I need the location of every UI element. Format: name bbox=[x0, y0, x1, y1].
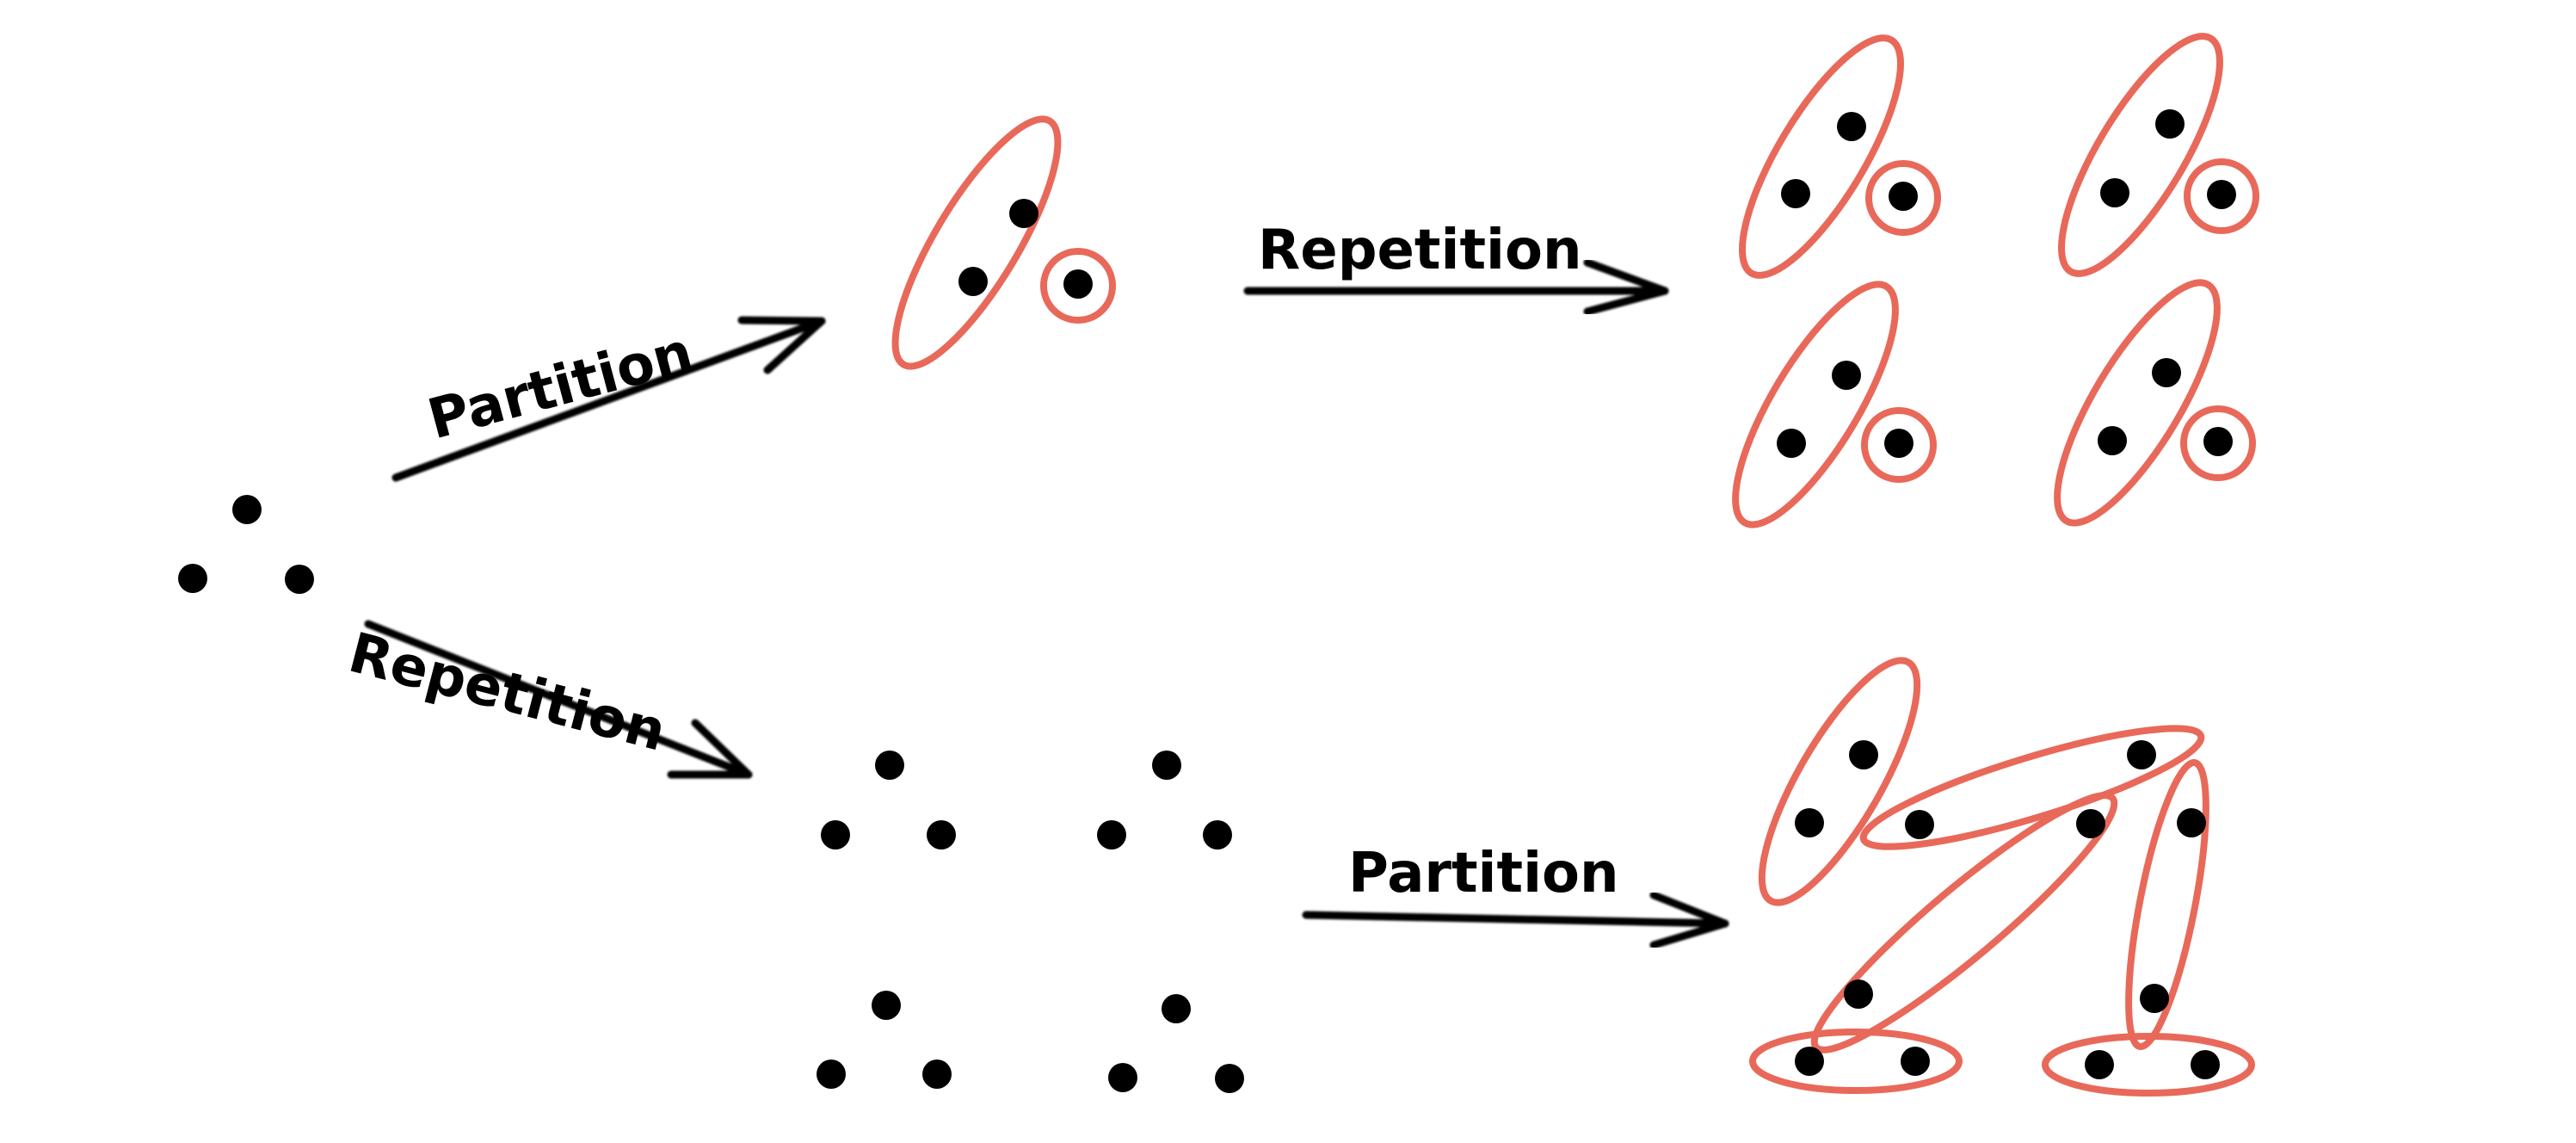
point bbox=[1901, 1047, 1930, 1076]
initial-point-set bbox=[178, 495, 314, 594]
point bbox=[1889, 182, 1918, 211]
point bbox=[1781, 179, 1810, 208]
partition-block bbox=[2042, 1033, 2255, 1097]
point bbox=[2203, 427, 2233, 456]
point bbox=[1063, 269, 1093, 299]
point bbox=[2076, 809, 2105, 838]
repeated-partition-copy bbox=[2054, 279, 2256, 527]
point bbox=[958, 267, 988, 296]
point bbox=[1832, 361, 1861, 390]
partition-block-pair bbox=[2058, 33, 2223, 277]
partitioned-triple bbox=[891, 115, 1116, 370]
point bbox=[2155, 109, 2185, 139]
point bbox=[1884, 429, 1914, 458]
point bbox=[927, 820, 956, 850]
repeated-point-set bbox=[1097, 751, 1232, 850]
point bbox=[1837, 112, 1866, 141]
point bbox=[922, 1060, 952, 1089]
point bbox=[2177, 808, 2206, 837]
repeated-partition-copy bbox=[2058, 33, 2259, 277]
point bbox=[1777, 429, 1806, 458]
point bbox=[872, 991, 901, 1020]
point bbox=[1108, 1063, 1137, 1092]
partition-block-pair bbox=[1739, 34, 1904, 279]
point bbox=[1097, 820, 1126, 850]
arrow-head bbox=[1649, 891, 1729, 949]
point bbox=[2127, 740, 2156, 769]
partition-block-singleton bbox=[1040, 248, 1116, 324]
point bbox=[2100, 178, 2129, 207]
point bbox=[2191, 1050, 2220, 1079]
partition-block bbox=[1859, 725, 2205, 850]
partition-block-singleton bbox=[1861, 407, 1937, 483]
repetition-arrow-top bbox=[1243, 258, 1669, 316]
point bbox=[2085, 1050, 2114, 1079]
arrow-shaft bbox=[1302, 911, 1729, 928]
repeated-partition-copy bbox=[1732, 281, 1937, 528]
partition-block-singleton bbox=[2184, 158, 2259, 234]
label-partition-bottom: Partition bbox=[1348, 842, 1619, 905]
partition-of-repeated-set bbox=[1749, 657, 2255, 1097]
point bbox=[1162, 994, 1191, 1023]
point bbox=[2207, 180, 2236, 209]
point bbox=[2140, 984, 2169, 1013]
arrow-shaft bbox=[364, 620, 753, 779]
point bbox=[817, 1060, 846, 1089]
point bbox=[1905, 810, 1934, 839]
point bbox=[1009, 199, 1038, 228]
arrow-head bbox=[667, 719, 753, 779]
partition-block bbox=[1810, 792, 2118, 1053]
point bbox=[1795, 808, 1824, 837]
point bbox=[1203, 820, 1232, 850]
partition-block-pair bbox=[891, 115, 1062, 370]
partition-block-pair bbox=[1732, 281, 1899, 528]
point bbox=[1849, 740, 1878, 769]
repeated-point-set bbox=[817, 991, 952, 1089]
partition-block bbox=[2125, 758, 2209, 1051]
repeated-point-set bbox=[1108, 994, 1244, 1093]
repeated-partition-copy bbox=[1739, 34, 1941, 279]
partition-block-pair bbox=[2054, 279, 2221, 527]
arrow-shaft bbox=[391, 317, 826, 482]
arrow-head bbox=[1583, 258, 1669, 316]
repeated-point-set bbox=[821, 751, 956, 850]
partition-block-singleton bbox=[2180, 405, 2256, 481]
partition-arrow-top bbox=[391, 316, 826, 482]
label-repetition-top: Repetition bbox=[1258, 219, 1582, 282]
arrow-head bbox=[737, 316, 826, 374]
point bbox=[875, 751, 904, 780]
point bbox=[1844, 979, 1873, 1009]
point bbox=[2152, 358, 2181, 387]
point bbox=[178, 564, 207, 593]
partition-block bbox=[1749, 1029, 1963, 1094]
point bbox=[232, 495, 262, 524]
point bbox=[1215, 1064, 1244, 1093]
point bbox=[285, 565, 314, 594]
label-repetition-bottom: Repetition bbox=[342, 621, 672, 764]
partition-block bbox=[1758, 657, 1921, 906]
point bbox=[1152, 751, 1181, 780]
point bbox=[821, 820, 850, 850]
partition-block-singleton bbox=[1865, 160, 1941, 236]
repetition-arrow-bottom bbox=[364, 620, 753, 779]
point bbox=[1795, 1047, 1824, 1076]
partition-arrow-bottom bbox=[1302, 891, 1729, 949]
label-partition-top: Partition bbox=[422, 321, 699, 453]
point bbox=[2098, 426, 2127, 455]
